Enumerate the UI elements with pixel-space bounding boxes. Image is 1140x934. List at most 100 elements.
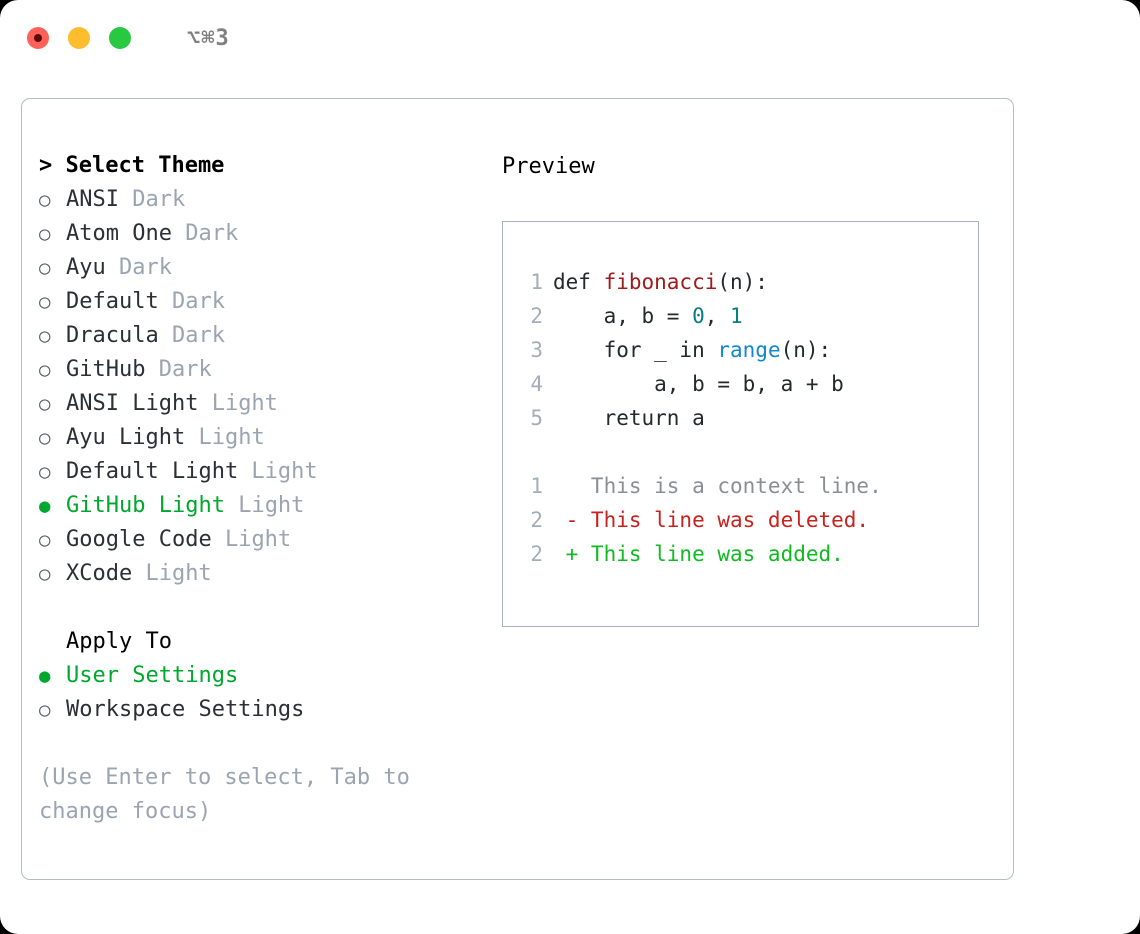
theme-variant-label: Light (224, 493, 305, 518)
apply-to-item[interactable]: ● User Settings (39, 659, 502, 693)
theme-list-item[interactable]: ○ ANSI Dark (39, 183, 502, 217)
radio-unselected-icon[interactable]: ○ (39, 257, 51, 279)
window-controls (27, 27, 131, 49)
code-line: 4 a, b = b, a + b (521, 367, 978, 401)
theme-name-label: GitHub Light (66, 493, 225, 518)
maximize-button-icon[interactable] (109, 27, 131, 49)
theme-variant-label: Dark (158, 323, 225, 348)
theme-name-label: Ayu (66, 255, 106, 280)
radio-unselected-icon[interactable]: ○ (39, 393, 51, 415)
diff-line: 1 This is a context line. (521, 469, 978, 503)
radio-unselected-icon[interactable]: ○ (39, 359, 51, 381)
apply-to-list[interactable]: ● User Settings ○ Workspace Settings (39, 659, 502, 727)
diff-sample: 1 This is a context line.2 - This line w… (521, 469, 978, 571)
code-line: 3 for _ in range(n): (521, 333, 978, 367)
theme-list-item[interactable]: ○Google Code Light (39, 523, 502, 557)
code-token: (n): (717, 270, 768, 294)
keyboard-shortcut-label: ⌥⌘3 (187, 25, 230, 51)
radio-unselected-icon[interactable]: ○ (39, 325, 51, 347)
apply-to-item[interactable]: ○ Workspace Settings (39, 693, 502, 727)
theme-name-label: Default Light (66, 459, 239, 484)
theme-list-item[interactable]: ○ GitHub Dark (39, 353, 502, 387)
hint-spacer (39, 727, 502, 761)
radio-unselected-icon[interactable]: ○ (39, 563, 51, 585)
code-line: 2 a, b = 0, 1 (521, 299, 978, 333)
code-token: a, b = b, a + b (553, 372, 844, 396)
keyboard-hint-text: (Use Enter to select, Tab to change focu… (39, 765, 410, 824)
radio-selected-icon[interactable]: ● (39, 665, 51, 687)
theme-variant-label: Light (132, 561, 212, 586)
diff-text: This is a context line. (553, 474, 882, 498)
theme-list-item[interactable]: ○Ayu Light Light (39, 421, 502, 455)
theme-name-label: Dracula (66, 323, 159, 348)
radio-unselected-icon[interactable]: ○ (39, 427, 51, 449)
apply-to-label: User Settings (66, 663, 239, 688)
theme-list[interactable]: ○ ANSI Dark ○ Atom One Dark ○ Ayu Dark ○ Defaul… (39, 183, 502, 591)
radio-unselected-icon[interactable]: ○ (39, 461, 51, 483)
theme-list-item[interactable]: ● GitHub Light Light (39, 489, 502, 523)
radio-unselected-icon[interactable]: ○ (39, 189, 51, 211)
code-token: a, b = (553, 304, 693, 328)
theme-list-item[interactable]: ○ Ayu Dark (39, 251, 502, 285)
theme-list-item[interactable]: ○ Default Light Light (39, 455, 502, 489)
theme-variant-label: Dark (118, 187, 186, 212)
code-token: for _ in (553, 338, 718, 362)
theme-list-item[interactable]: ○ Default Dark (39, 285, 502, 319)
radio-unselected-icon[interactable]: ○ (39, 223, 51, 245)
code-token: , (704, 304, 731, 328)
theme-variant-label: Light (198, 391, 278, 416)
theme-list-item[interactable]: ○ XCode Light (39, 557, 502, 591)
line-number: 1 (530, 474, 543, 498)
apply-to-header: Apply To (66, 629, 172, 654)
apply-to-label: Workspace Settings (66, 697, 305, 722)
select-theme-header: > Select Theme (39, 153, 225, 178)
theme-variant-label: Dark (158, 289, 225, 314)
theme-variant-label: Dark (171, 221, 239, 246)
theme-name-label: ANSI (66, 187, 119, 212)
code-diff-separator (521, 435, 978, 469)
theme-name-label: Ayu Light (66, 425, 186, 450)
line-number: 5 (530, 406, 543, 430)
list-spacer (39, 591, 502, 625)
theme-list-item[interactable]: ○ Atom One Dark (39, 217, 502, 251)
diff-text: + This line was added. (553, 542, 844, 566)
theme-name-label: XCode (66, 561, 133, 586)
theme-variant-label: Light (238, 459, 318, 484)
radio-unselected-icon[interactable]: ○ (39, 699, 51, 721)
close-button-icon[interactable] (27, 27, 49, 49)
line-number: 3 (530, 338, 543, 362)
theme-name-label: GitHub (66, 357, 146, 382)
radio-unselected-icon[interactable]: ○ (39, 529, 51, 551)
theme-variant-label: Dark (105, 255, 172, 280)
diff-line: 2 + This line was added. (521, 537, 978, 571)
theme-name-label: ANSI Light (66, 391, 199, 416)
preview-header: Preview (502, 154, 595, 179)
title-bar: ⌥⌘3 (0, 0, 1140, 76)
theme-variant-label: Dark (145, 357, 212, 382)
minimize-button-icon[interactable] (68, 27, 90, 49)
line-number: 2 (530, 508, 543, 532)
radio-unselected-icon[interactable]: ○ (39, 291, 51, 313)
theme-selection-column: > Select Theme ○ANSI Dark○Atom One Dark○… (39, 149, 502, 829)
theme-variant-label: Light (211, 527, 292, 552)
code-token: return a (553, 406, 705, 430)
code-token: range (717, 338, 781, 362)
code-token: def (553, 270, 604, 294)
diff-text: - This line was deleted. (553, 508, 870, 532)
theme-name-label: Default (66, 289, 159, 314)
radio-selected-icon[interactable]: ● (39, 495, 51, 517)
line-number: 2 (530, 542, 543, 566)
line-number: 2 (530, 304, 543, 328)
line-number: 4 (530, 372, 543, 396)
code-token: fibonacci (603, 270, 718, 294)
theme-name-label: Atom One (66, 221, 172, 246)
diff-line: 2 - This line was deleted. (521, 503, 978, 537)
theme-list-item[interactable]: ○ Dracula Dark (39, 319, 502, 353)
theme-list-item[interactable]: ○ ANSI Light Light (39, 387, 502, 421)
code-token: 1 (730, 304, 743, 328)
